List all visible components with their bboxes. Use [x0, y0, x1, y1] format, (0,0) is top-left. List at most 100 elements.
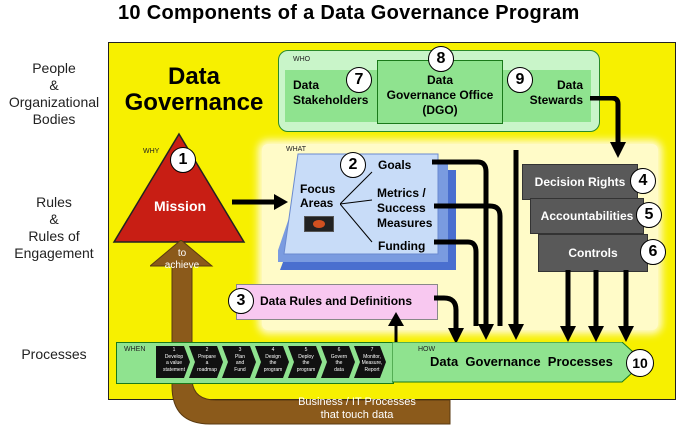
step-2-line-1: 2 — [205, 347, 209, 353]
step-2-chevron — [189, 346, 223, 378]
focus-thumbnail-highlight — [313, 220, 325, 228]
step-1-line-3: a value — [165, 360, 183, 366]
how-label: HOW — [418, 346, 436, 353]
decision-rights-box: Decision Rights — [522, 164, 638, 200]
people-label-line2: & — [49, 77, 59, 93]
rules-label-line4: Engagement — [14, 245, 94, 261]
number-6-badge: 6 — [640, 239, 666, 265]
dgo-line2: Governance Office — [386, 88, 494, 102]
data-governance-label-line2: Governance — [124, 89, 264, 116]
focus-thumbnail — [304, 216, 334, 232]
rules-label: Rules & Rules of Engagement — [2, 194, 106, 262]
controls-to-process-arrows — [560, 270, 634, 342]
step-7-line-3: Measure, — [361, 360, 383, 366]
dgo-box: Data Governance Office (DGO) — [377, 60, 503, 124]
what-to-process-arrows — [432, 150, 524, 340]
mission-label: Mission — [153, 198, 207, 214]
step-6-line-4: data — [334, 366, 344, 373]
people-label: People & Organizational Bodies — [2, 60, 106, 128]
number-4-badge: 4 — [630, 168, 656, 194]
step-2-line-3: a — [205, 360, 209, 366]
number-3-badge: 3 — [228, 288, 254, 314]
focus-branch-lines — [340, 171, 373, 243]
when-label: WHEN — [124, 346, 146, 353]
number-5-badge: 5 — [636, 202, 662, 228]
step-3-line-4: Fund — [234, 366, 246, 373]
business-processes-label: Business / IT Processes that touch data — [262, 396, 452, 422]
data-stewards-line2: Stewards — [529, 93, 583, 107]
step-4-line-4: program — [263, 366, 283, 373]
rules-to-process-arrow — [434, 295, 464, 344]
data-governance-label: Data Governance — [114, 64, 274, 116]
step-1-line-2: Develop — [164, 353, 184, 360]
funding-label: Funding — [378, 239, 426, 253]
step-7-line-2: Monitor, — [363, 353, 381, 360]
step-3-chevron — [222, 346, 256, 378]
step-6-line-2: Govern — [330, 353, 348, 360]
number-1-badge: 1 — [170, 147, 196, 173]
business-processes-line1: Business / IT Processes — [298, 396, 416, 408]
step-3-line-1: 3 — [238, 347, 242, 353]
number-8-badge: 8 — [428, 46, 454, 72]
rules-label-line3: Rules of — [28, 228, 80, 244]
step-6-line-1: 6 — [337, 347, 341, 353]
metrics-line2: Success — [377, 201, 426, 215]
dgo-line3: (DGO) — [422, 103, 458, 117]
rules-label-line2: & — [49, 211, 59, 227]
people-label-line3: Organizational — [8, 94, 100, 110]
what-label: WHAT — [286, 146, 307, 153]
data-rules-label: Data Rules and Definitions — [260, 294, 413, 308]
controls-box: Controls — [538, 234, 648, 272]
data-stakeholders-box: Data Stakeholders — [285, 70, 377, 122]
dgo-line1: Data — [426, 73, 453, 87]
data-stakeholders-line2: Stakeholders — [293, 93, 369, 107]
data-stewards-box: Data Stewards — [503, 70, 591, 122]
why-label: WHY — [143, 148, 160, 155]
step-4-chevron — [255, 346, 289, 378]
accountabilities-box: Accountabilities — [530, 198, 644, 234]
metrics-line1: Metrics / — [377, 186, 426, 200]
step-4-line-2: Design — [265, 353, 281, 360]
step-4-line-3: the — [269, 360, 277, 366]
steps-chevrons — [156, 346, 386, 378]
step-5-line-2: Deploy — [298, 353, 314, 360]
who-label: WHO — [293, 56, 311, 63]
step-5-line-4: program — [296, 366, 316, 373]
stewards-to-decision-arrow — [590, 96, 626, 158]
focus-areas-line1: Focus — [300, 182, 336, 196]
goals-label: Goals — [378, 158, 412, 172]
step-7-line-1: 7 — [370, 347, 374, 353]
step-1-chevron — [156, 346, 190, 378]
step-6-line-3: the — [335, 360, 343, 366]
to-achieve-label: to achieve — [161, 248, 203, 272]
focus-areas-line2: Areas — [300, 196, 334, 210]
diagram-title: 10 Components of a Data Governance Progr… — [118, 2, 580, 24]
step-5-line-3: the — [302, 360, 310, 366]
step-1-line-1: 1 — [172, 347, 176, 353]
mission-to-focus-arrow — [232, 194, 288, 210]
step-6-chevron — [321, 346, 355, 378]
step-5-chevron — [288, 346, 322, 378]
step-2-line-4: roadmap — [197, 366, 217, 373]
data-stewards-line1: Data — [556, 78, 583, 92]
people-label-line4: Bodies — [32, 111, 76, 127]
number-9-badge: 9 — [507, 67, 533, 93]
processes-label: Processes — [21, 346, 87, 362]
step-2-line-2: Prepare — [198, 353, 216, 360]
data-stakeholders-line1: Data — [293, 78, 320, 92]
data-governance-label-line1: Data — [167, 63, 221, 90]
step-5-line-1: 5 — [304, 347, 308, 353]
metrics-label: Metrics / Success Measures — [377, 186, 432, 231]
to-achieve-line1: to — [177, 248, 187, 259]
data-rules-box — [236, 284, 438, 320]
rules-label-line1: Rules — [36, 194, 72, 210]
step-1-line-4: statement — [163, 366, 185, 373]
business-processes-line2: that touch data — [320, 409, 394, 421]
